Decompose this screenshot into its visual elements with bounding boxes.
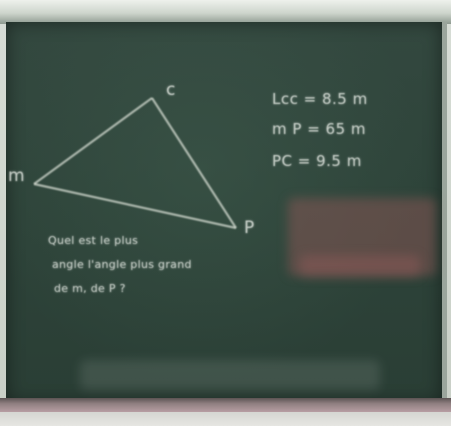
question-line: de m, de P ? bbox=[54, 282, 126, 295]
triangle-side-mc bbox=[33, 97, 153, 185]
measurement-line: m P = 65 m bbox=[272, 120, 366, 138]
question-line: angle l'angle plus grand bbox=[52, 258, 192, 271]
wall-bottom bbox=[0, 412, 451, 426]
red-chalk-smudge bbox=[288, 198, 436, 276]
question-line: Quel est le plus bbox=[48, 234, 139, 247]
wall-top bbox=[0, 0, 451, 24]
vertex-label-c: c bbox=[166, 80, 176, 100]
triangle-side-cp bbox=[151, 97, 237, 229]
red-chalk-smudge bbox=[300, 255, 420, 277]
vertex-label-p: P bbox=[244, 218, 255, 238]
chalkboard bbox=[6, 22, 447, 404]
triangle-side-mp bbox=[33, 182, 237, 230]
measurement-line: PC = 9.5 m bbox=[272, 152, 362, 170]
chalk-dust-smudge bbox=[80, 360, 380, 390]
chalk-tray bbox=[0, 398, 451, 412]
vertex-label-m: m bbox=[8, 166, 25, 186]
measurement-line: Lcc = 8.5 m bbox=[272, 90, 368, 108]
